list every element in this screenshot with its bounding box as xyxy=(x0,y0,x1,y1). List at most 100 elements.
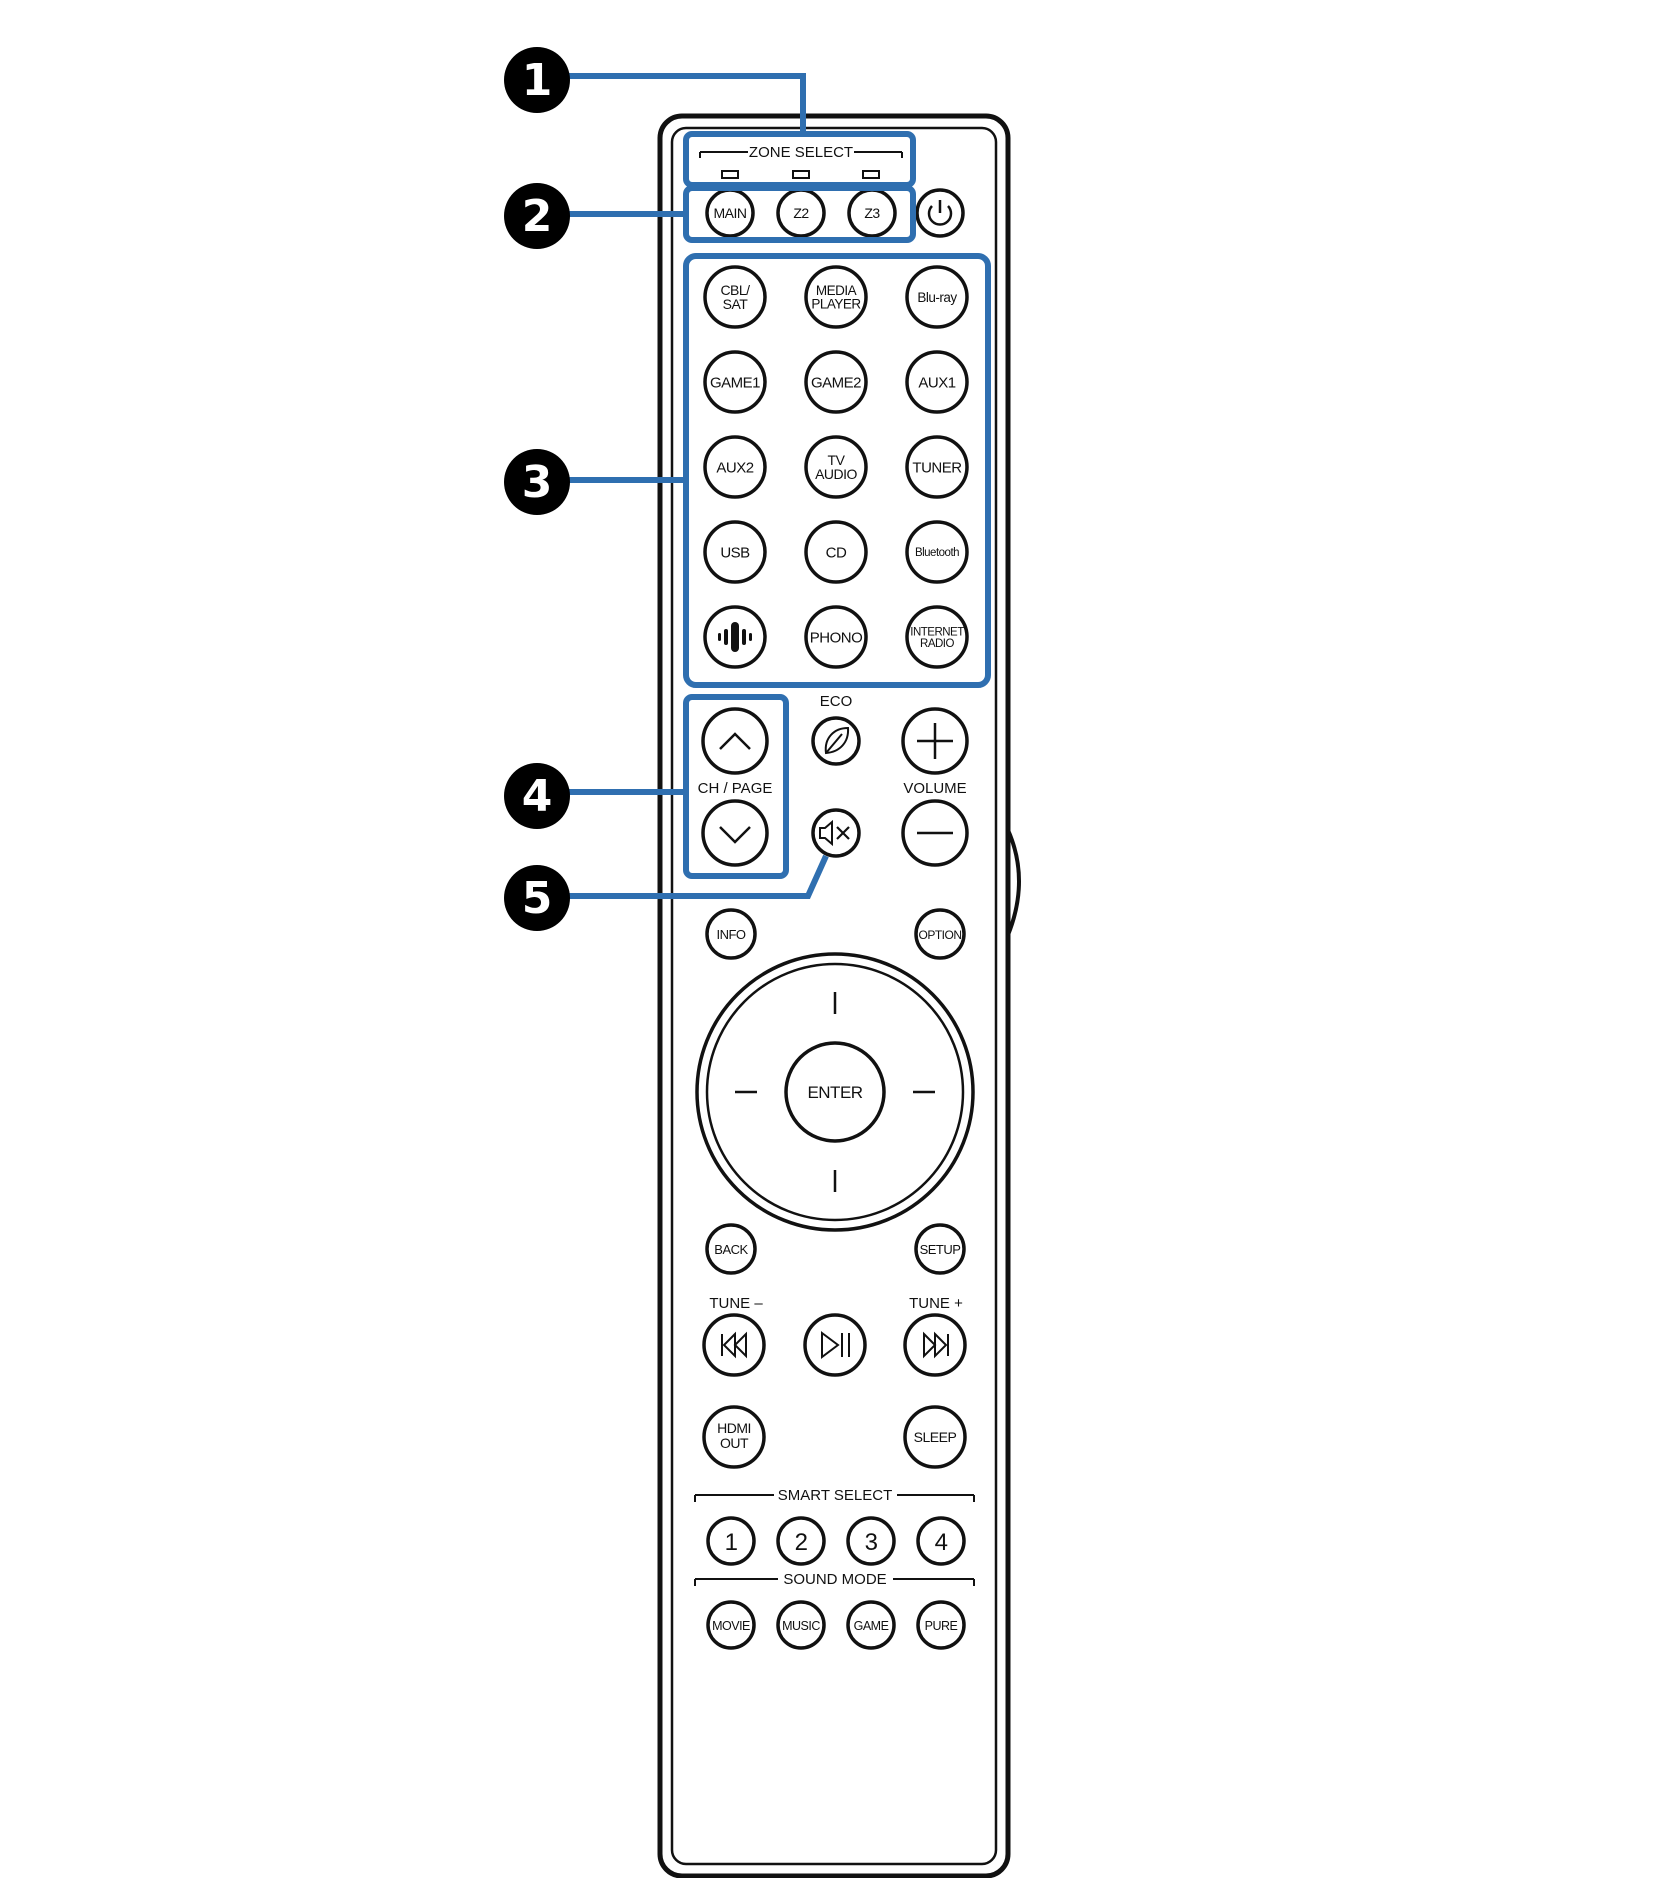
callout-badges: 1 2 3 4 5 xyxy=(504,47,570,931)
zone-led-main xyxy=(721,170,739,179)
volume-up-button[interactable] xyxy=(901,707,969,775)
setup-label: SETUP xyxy=(920,1242,961,1257)
callout-badge-number: 1 xyxy=(522,55,553,106)
enter-label: ENTER xyxy=(807,1083,862,1102)
source-button-aux2[interactable]: AUX2 xyxy=(703,435,767,499)
zone-select-label: ZONE SELECT xyxy=(749,144,853,161)
smart-select-button-1[interactable]: 1 xyxy=(706,1516,756,1566)
zone-button-label: MAIN xyxy=(714,205,747,221)
zone-select-section: ZONE SELECT xyxy=(699,144,903,179)
back-label: BACK xyxy=(714,1242,748,1257)
source-button-phono[interactable]: PHONO xyxy=(804,605,868,669)
callout-badge-number: 4 xyxy=(522,771,553,822)
play-pause-button[interactable] xyxy=(803,1313,867,1377)
sound-mode-button-label: MUSIC xyxy=(782,1619,820,1633)
skip-forward-icon xyxy=(923,1331,949,1359)
sleep-button[interactable]: SLEEP xyxy=(903,1405,967,1469)
previous-button[interactable] xyxy=(702,1313,766,1377)
source-button-game1[interactable]: GAME1 xyxy=(703,350,767,414)
source-button-label: CD xyxy=(826,544,847,561)
leaf-icon xyxy=(824,726,850,755)
source-button-bluetooth[interactable]: Bluetooth xyxy=(905,520,969,584)
chevron-down-icon xyxy=(719,826,751,844)
next-button[interactable] xyxy=(903,1313,967,1377)
source-button-label: PHONO xyxy=(810,629,863,646)
source-button-usb[interactable]: USB xyxy=(703,520,767,584)
play-pause-icon xyxy=(821,1331,850,1359)
source-button-blu-ray[interactable]: Blu-ray xyxy=(905,265,969,329)
callout-badge-5: 5 xyxy=(504,865,570,931)
source-button-tuner[interactable]: TUNER xyxy=(905,435,969,499)
source-button-label: GAME1 xyxy=(710,374,760,391)
source-button-game2[interactable]: GAME2 xyxy=(804,350,868,414)
zone-button-main[interactable]: MAIN xyxy=(705,188,755,238)
eco-button[interactable] xyxy=(811,716,861,766)
callout-box-ch-page xyxy=(683,694,789,879)
smart-select-section: SMART SELECT xyxy=(694,1487,975,1504)
source-button-label: INTERNET xyxy=(910,627,964,639)
source-button-label: CBL/ xyxy=(720,282,750,298)
callout-badge-2: 2 xyxy=(504,183,570,249)
zone-button-label: Z3 xyxy=(864,205,880,221)
zone-button-z3[interactable]: Z3 xyxy=(847,188,897,238)
zone-buttons: MAIN Z2 Z3 xyxy=(705,188,897,238)
sound-mode-button-label: GAME xyxy=(854,1619,889,1633)
eco-label: ECO xyxy=(820,693,853,710)
source-button-label: Bluetooth xyxy=(915,547,959,559)
source-button-label: Blu-ray xyxy=(917,290,957,305)
enter-button[interactable]: ENTER xyxy=(784,1041,886,1143)
source-button-label: AUX2 xyxy=(716,459,753,476)
smart-select-button-2[interactable]: 2 xyxy=(776,1516,826,1566)
sound-mode-button-movie[interactable]: MOVIE xyxy=(706,1600,756,1650)
sound-mode-label: SOUND MODE xyxy=(783,1571,886,1588)
sleep-label: SLEEP xyxy=(914,1429,957,1445)
smart-select-button-label: 3 xyxy=(865,1529,878,1556)
source-button-label: USB xyxy=(720,544,750,561)
sound-mode-buttons: MOVIE MUSIC GAME PURE xyxy=(706,1600,966,1650)
smart-select-button-label: 4 xyxy=(935,1529,948,1556)
mute-button[interactable] xyxy=(811,808,861,858)
smart-select-button-label: 1 xyxy=(725,1529,738,1556)
volume-down-button[interactable] xyxy=(901,799,969,867)
callout-badge-number: 2 xyxy=(522,191,553,242)
smart-select-buttons: 1 2 3 4 xyxy=(706,1516,966,1566)
source-button-cd[interactable]: CD xyxy=(804,520,868,584)
ch-page-down-button[interactable] xyxy=(701,799,769,867)
sound-mode-button-game[interactable]: GAME xyxy=(846,1600,896,1650)
chevron-up-icon xyxy=(719,732,751,750)
hdmi-out-label-line2: OUT xyxy=(720,1435,749,1451)
sound-mode-button-music[interactable]: MUSIC xyxy=(776,1600,826,1650)
source-button-cbl-sat[interactable]: CBL/SAT xyxy=(703,265,767,329)
back-button[interactable]: BACK xyxy=(705,1223,757,1275)
option-label: OPTION xyxy=(918,928,961,942)
tune-minus-label: TUNE – xyxy=(709,1295,763,1312)
skip-back-icon xyxy=(721,1331,747,1359)
source-button-label: AUDIO xyxy=(815,466,857,482)
smart-select-button-4[interactable]: 4 xyxy=(916,1516,966,1566)
zone-button-z2[interactable]: Z2 xyxy=(776,188,826,238)
option-button[interactable]: OPTION xyxy=(914,908,966,960)
hdmi-out-button[interactable]: HDMI OUT xyxy=(702,1405,766,1469)
source-button-sound-icon[interactable] xyxy=(703,605,767,669)
zone-button-label: Z2 xyxy=(793,205,809,221)
plus-icon xyxy=(917,723,953,759)
hdmi-out-label-line1: HDMI xyxy=(717,1420,751,1436)
heos-icon xyxy=(718,622,752,652)
sound-mode-button-pure[interactable]: PURE xyxy=(916,1600,966,1650)
callout-badge-1: 1 xyxy=(504,47,570,113)
source-button-label: TUNER xyxy=(912,459,962,476)
smart-select-label: SMART SELECT xyxy=(778,1487,892,1504)
power-button[interactable] xyxy=(915,188,965,238)
info-button[interactable]: INFO xyxy=(705,908,757,960)
setup-button[interactable]: SETUP xyxy=(914,1223,966,1275)
callout-badge-number: 3 xyxy=(522,457,553,508)
ch-page-up-button[interactable] xyxy=(701,707,769,775)
smart-select-button-3[interactable]: 3 xyxy=(846,1516,896,1566)
source-button-aux1[interactable]: AUX1 xyxy=(905,350,969,414)
sound-mode-button-label: MOVIE xyxy=(712,1619,750,1633)
